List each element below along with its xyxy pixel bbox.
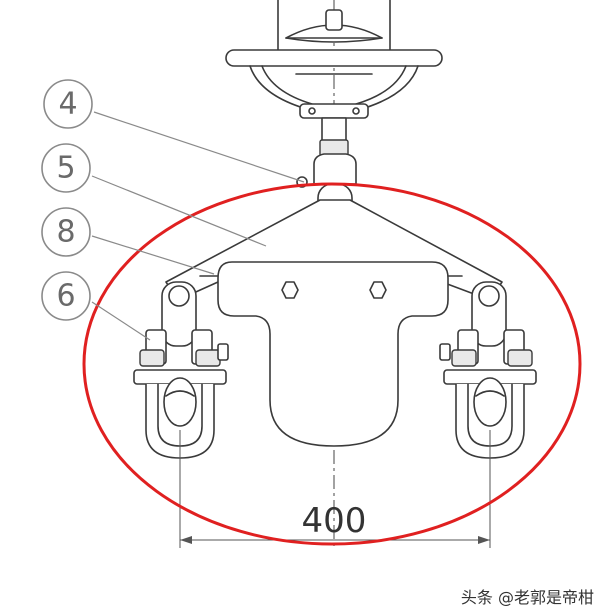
central-link-plate <box>217 261 449 447</box>
bolt-right-icon <box>369 281 387 299</box>
dimension-400: 400 <box>179 430 491 548</box>
balloon-8: 8 <box>41 207 91 257</box>
watermark-text: 头条 @老郭是帝柑 <box>460 588 594 607</box>
balloon-6-label: 6 <box>56 279 75 314</box>
insulator-disc <box>285 9 383 43</box>
balloon-4-label: 4 <box>58 87 77 122</box>
highlight-ellipse <box>82 182 582 546</box>
handwheel-frame <box>225 49 443 119</box>
balloon-4: 4 <box>43 79 93 129</box>
bolt-left-icon <box>281 281 299 299</box>
leader-lines <box>91 111 305 341</box>
right-shackle-assembly <box>439 281 537 459</box>
balloon-5: 5 <box>41 143 91 193</box>
balloon-8-label: 8 <box>56 215 75 250</box>
left-shackle-assembly <box>133 281 229 459</box>
dimension-value: 400 <box>302 501 367 541</box>
balloon-5-label: 5 <box>56 151 75 186</box>
balloon-6: 6 <box>41 271 91 321</box>
shaft <box>319 117 349 157</box>
top-rods <box>277 0 391 53</box>
watermark: 头条 @老郭是帝柑 <box>461 584 594 608</box>
